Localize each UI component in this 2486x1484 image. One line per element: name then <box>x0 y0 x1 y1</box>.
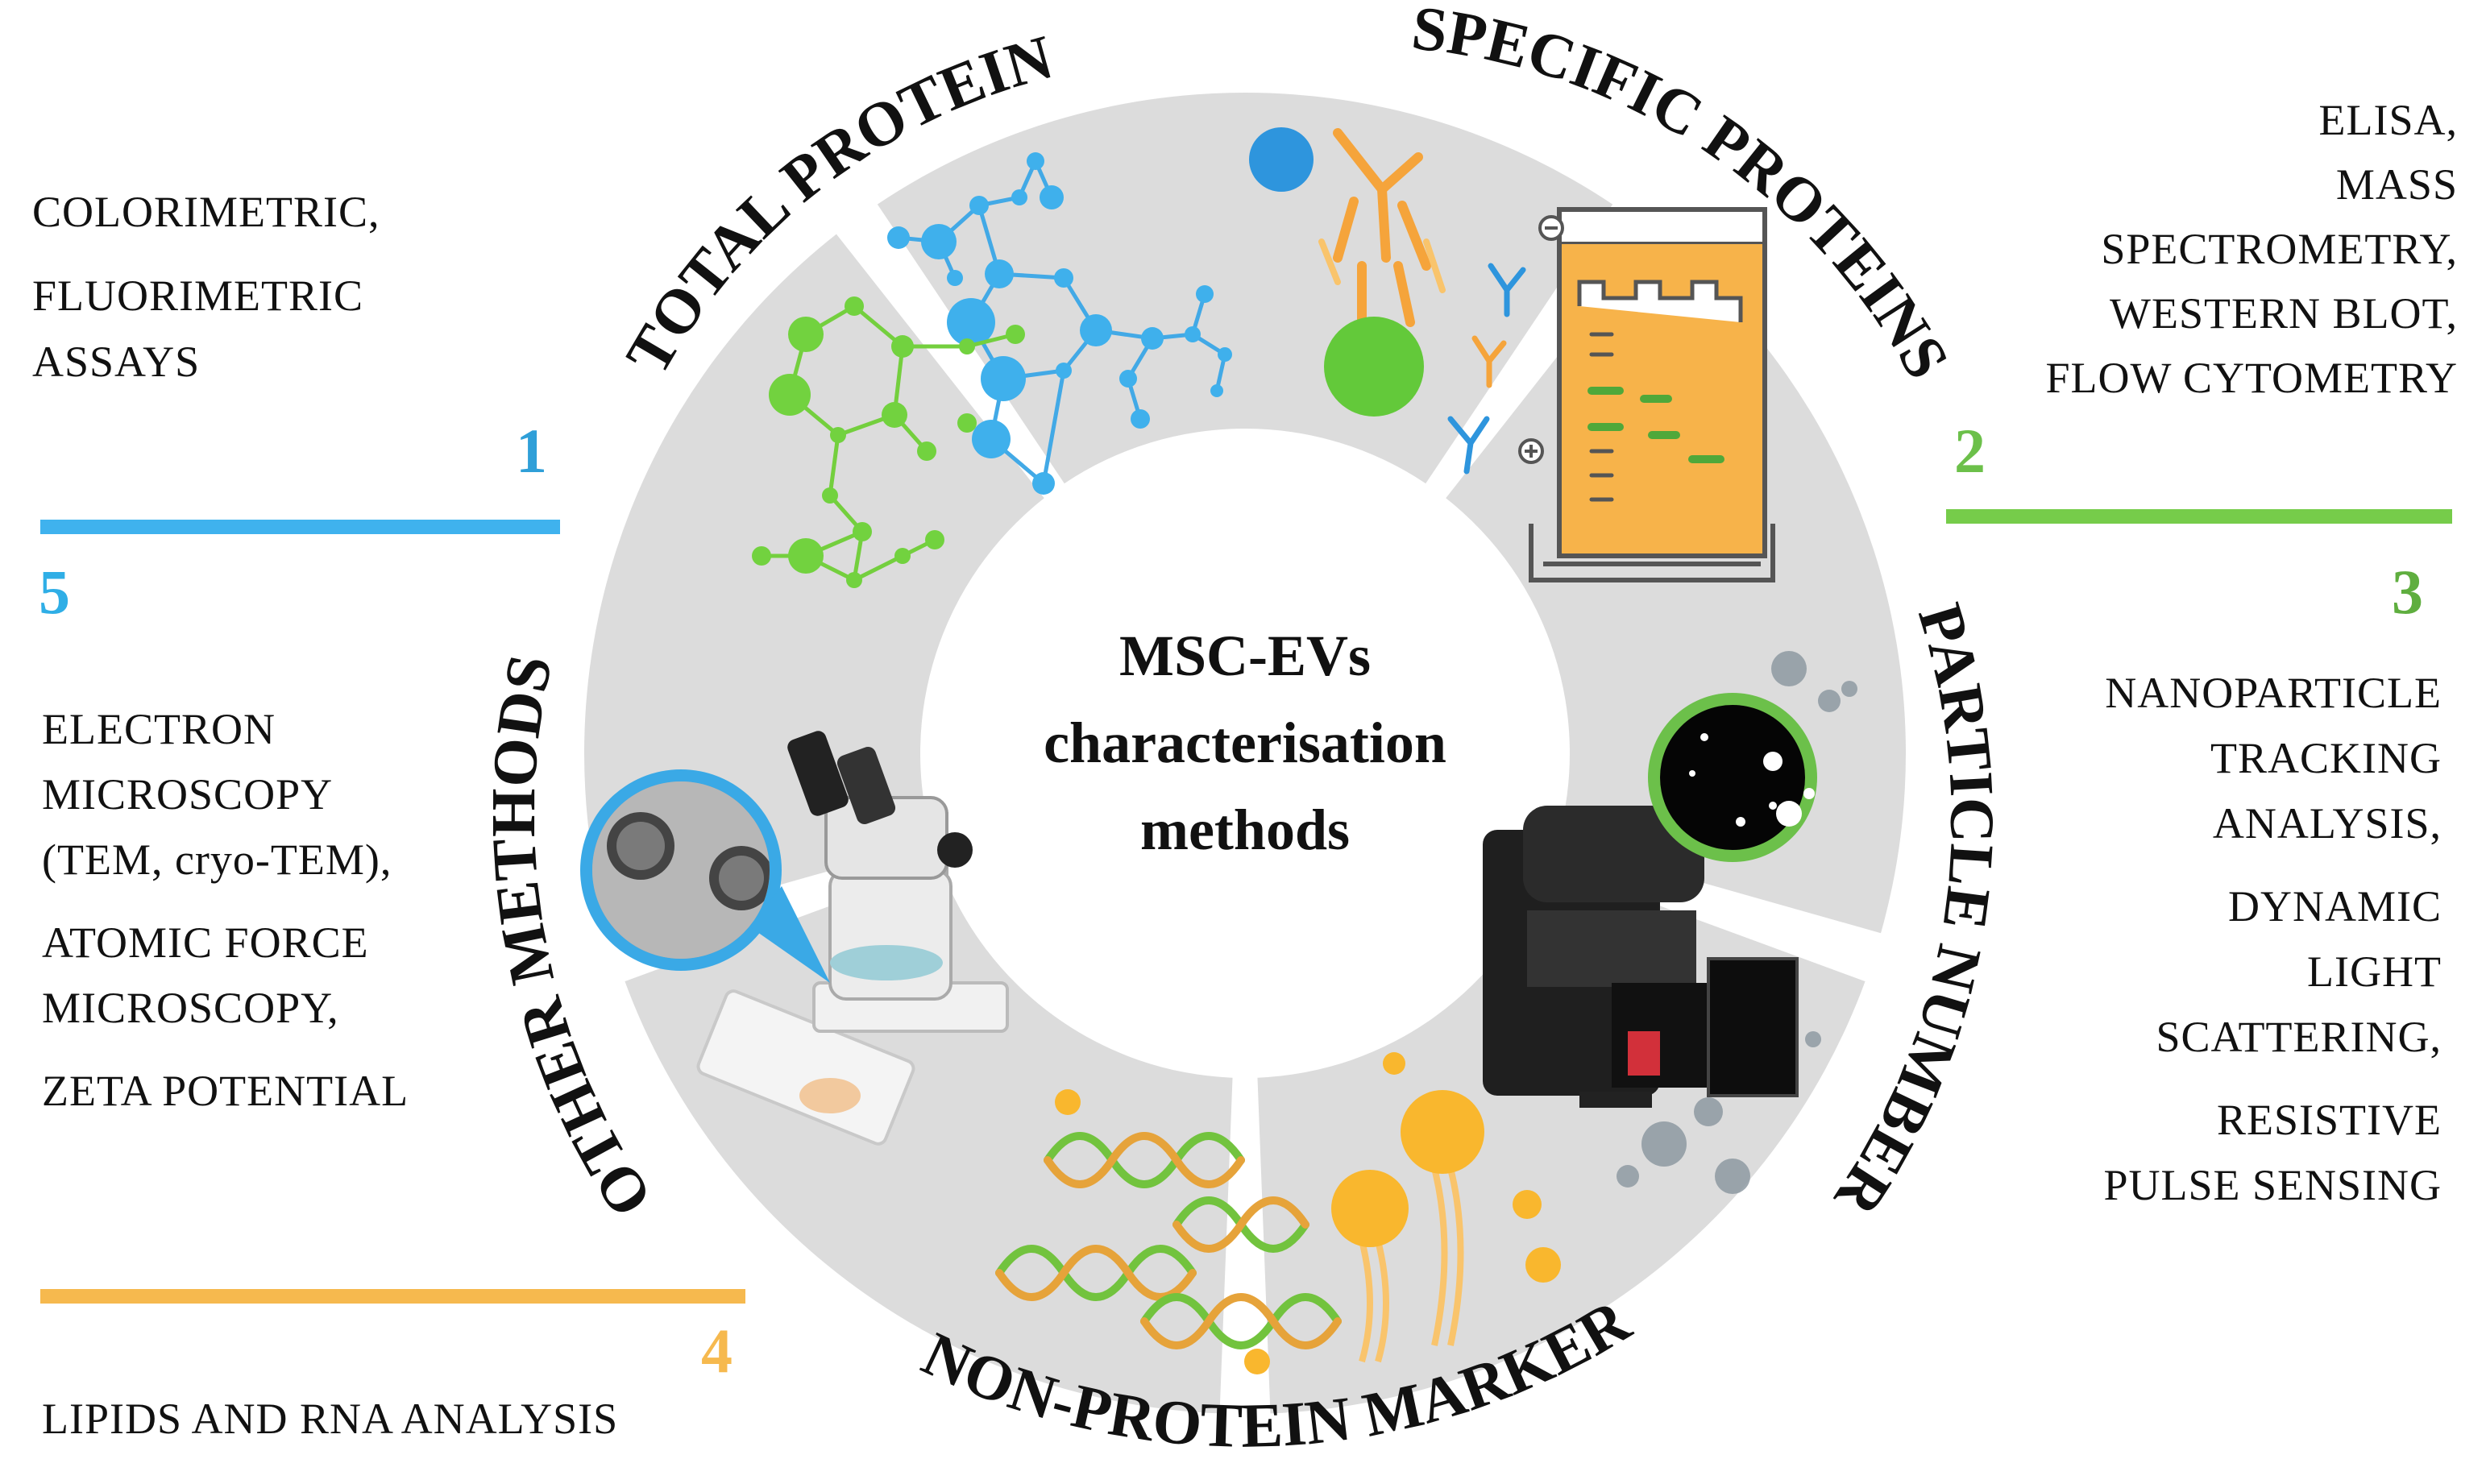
method-item: ANALYSIS, <box>2212 799 2442 848</box>
ring-segment-5 <box>625 865 1233 1414</box>
method-item: DYNAMIC <box>2227 882 2442 931</box>
method-item: PULSE SENSING <box>2103 1161 2442 1209</box>
method-item: WESTERN BLOT, <box>2110 288 2458 338</box>
microscope-icon <box>580 731 1009 1146</box>
title-particle-number: PARTICLE NUMBER <box>1821 596 2008 1230</box>
method-item: LIPIDS AND RNA ANALYSIS <box>42 1395 619 1443</box>
segment-number-2: 2 <box>1954 416 1986 486</box>
segment-number-5: 5 <box>39 557 70 627</box>
method-item: SCATTERING, <box>2156 1013 2442 1061</box>
title-other-methods: OTHER METHODS <box>478 649 665 1229</box>
rna-lipid-vesicle-icon <box>995 1052 1561 1374</box>
segment-number-1: 1 <box>516 416 547 486</box>
method-item: FLUORIMETRIC <box>32 272 364 321</box>
method-item: MASS <box>2335 160 2458 209</box>
method-item: LIGHT <box>2307 947 2442 996</box>
methods-list-5: ELECTRON MICROSCOPY (TEM, cryo-TEM), ATO… <box>42 697 409 1124</box>
antibody-gel-electrophoresis-icon <box>1249 127 1775 582</box>
center-title-line1: MSC-EVs <box>1118 624 1371 688</box>
divider-bar-1 <box>40 520 560 534</box>
method-item: NANOPARTICLE <box>2105 669 2442 717</box>
divider-bar-2 <box>1946 509 2452 524</box>
method-item: TRACKING <box>2210 734 2442 782</box>
method-item: RESISTIVE <box>2217 1096 2442 1144</box>
molecule-network-icon <box>752 152 1232 588</box>
segment-number-3: 3 <box>2392 557 2423 627</box>
center-title: MSC-EVs characterisation methods <box>1003 612 1487 873</box>
divider-bar-4 <box>40 1289 745 1304</box>
method-item: SPECTROMETRY, <box>2101 224 2458 273</box>
methods-list-3: NANOPARTICLE TRACKING ANALYSIS, DYNAMIC … <box>2103 661 2442 1218</box>
method-item: MICROSCOPY <box>42 770 334 819</box>
method-item: ELECTRON <box>42 705 276 753</box>
center-circle <box>927 435 1563 1072</box>
methods-list-4: LIPIDS AND RNA ANALYSIS <box>42 1386 618 1452</box>
method-item: ATOMIC FORCE <box>42 918 369 967</box>
method-item: COLORIMETRIC, <box>32 188 380 236</box>
method-item: MICROSCOPY, <box>42 984 339 1032</box>
title-total-protein: TOTAL PROTEIN <box>612 21 1060 385</box>
segment-number-4: 4 <box>701 1316 733 1386</box>
ring-segment-1 <box>584 234 1044 934</box>
methods-list-1: COLORIMETRIC, FLUORIMETRIC ASSAYS <box>32 179 380 395</box>
method-item: ASSAYS <box>32 338 201 387</box>
methods-list-2: ELISA, MASS SPECTROMETRY, WESTERN BLOT, … <box>2045 89 2458 411</box>
method-item: ZETA POTENTIAL <box>42 1067 409 1115</box>
method-item: (TEM, cryo-TEM), <box>42 835 392 884</box>
center-title-line3: methods <box>1139 798 1350 862</box>
title-specific-proteins: SPECIFIC PROTEINS <box>1409 0 1963 390</box>
center-title-line2: characterisation <box>1044 711 1446 775</box>
method-item: ELISA, <box>2318 96 2458 144</box>
method-item: FLOW CYTOMETRY <box>2045 353 2458 402</box>
nanoparticle-tracking-instrument-icon <box>1483 651 1857 1194</box>
